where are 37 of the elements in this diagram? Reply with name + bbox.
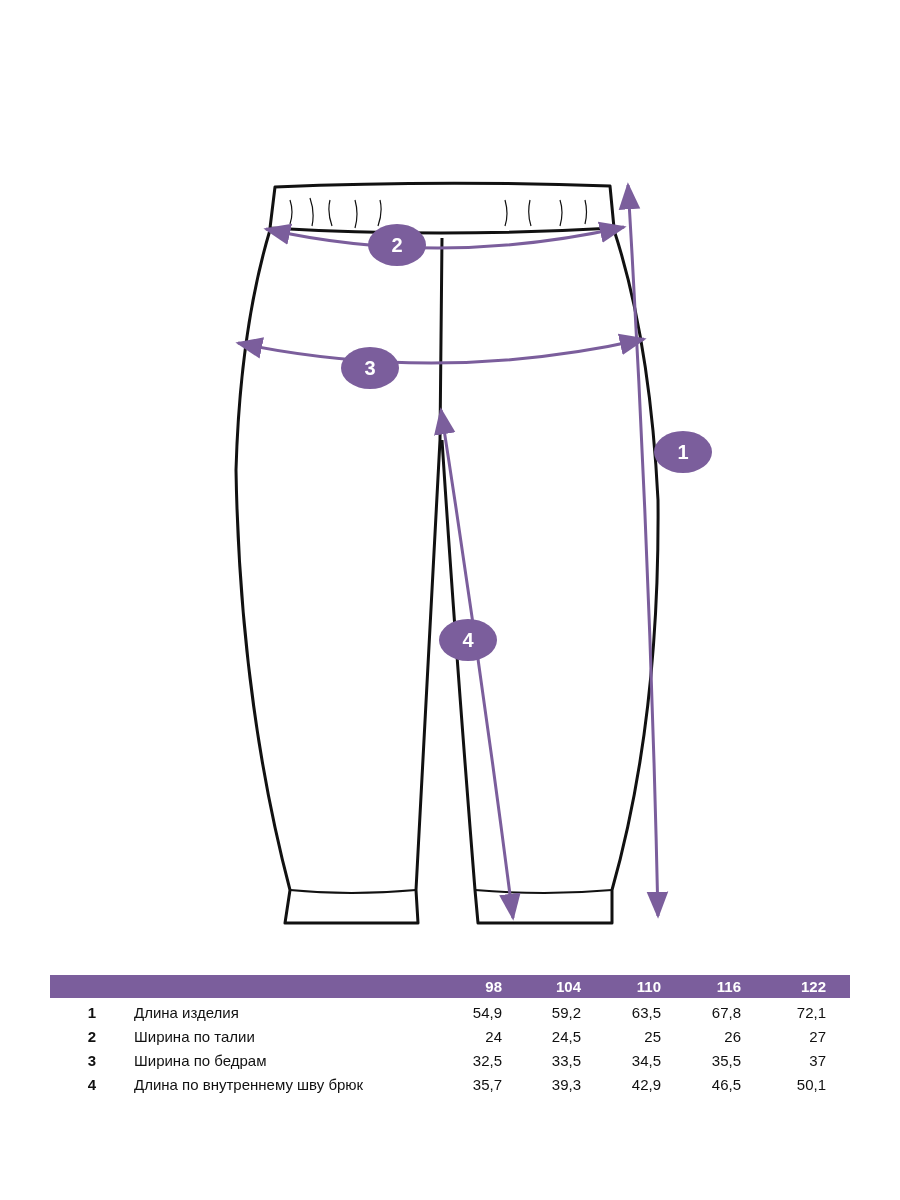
row-number: 1 [86,1003,98,1021]
callout-number: 3 [341,347,399,389]
measurement-value: 37 [808,1051,826,1069]
measurement-name: Ширина по талии [134,1027,256,1045]
measurement-value: 39,3 [550,1075,581,1093]
measurement-value: 26 [723,1027,741,1045]
row-number: 4 [86,1075,98,1093]
measurement-value: 24 [484,1027,502,1045]
measurement-value: 46,5 [710,1075,741,1093]
size-heading: 110 [635,978,661,995]
measurement-value: 67,8 [710,1003,741,1021]
measurement-value: 54,9 [471,1003,502,1021]
measurement-name: Длина изделия [134,1003,240,1021]
measurement-value: 34,5 [630,1051,661,1069]
measurement-value: 32,5 [471,1051,502,1069]
row-number: 3 [86,1051,98,1069]
measurement-value: 63,5 [630,1003,661,1021]
measurement-value: 27 [808,1027,826,1045]
measurement-value: 25 [643,1027,661,1045]
size-heading: 122 [799,978,826,995]
measurement-value: 59,2 [550,1003,581,1021]
callout-number: 2 [368,224,426,266]
measurement-value: 33,5 [550,1051,581,1069]
callout-number: 1 [654,431,712,473]
measurement-value: 35,7 [471,1075,502,1093]
row-number: 2 [86,1027,98,1045]
size-heading: 98 [484,978,502,995]
measurement-name: Ширина по бедрам [134,1051,268,1069]
measurement-value: 35,5 [710,1051,741,1069]
measurement-name: Длина по внутреннему шву брюк [134,1075,365,1093]
measurement-value: 50,1 [795,1075,826,1093]
size-heading: 104 [554,978,581,995]
size-heading: 116 [715,978,741,995]
measurement-value: 72,1 [795,1003,826,1021]
measurement-value: 42,9 [630,1075,661,1093]
measurement-value: 24,5 [550,1027,581,1045]
callout-number: 4 [439,619,497,661]
